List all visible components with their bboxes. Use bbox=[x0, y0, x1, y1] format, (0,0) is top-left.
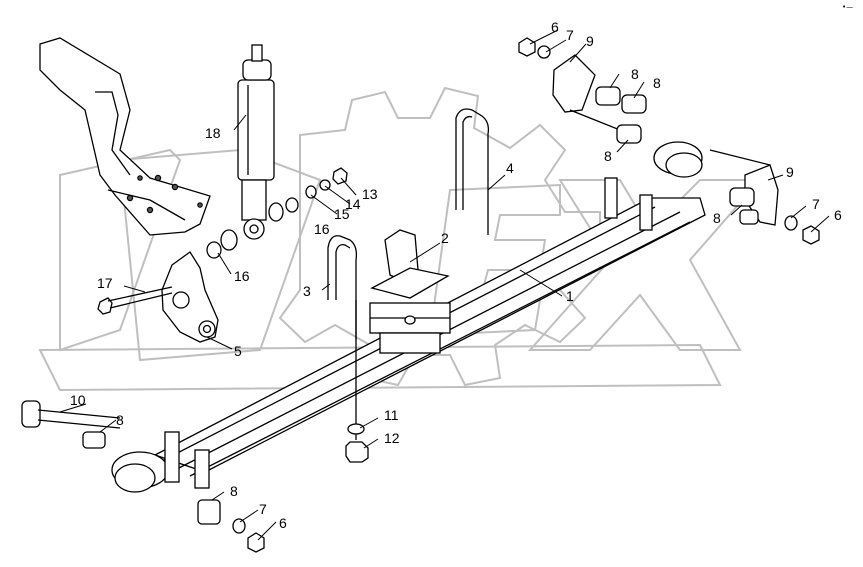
callout-16-upper: 16 bbox=[314, 221, 330, 237]
corner-mark: •— bbox=[842, 3, 853, 11]
u-bolt-rear bbox=[455, 108, 490, 235]
shock-absorber bbox=[237, 44, 275, 240]
callout-10: 10 bbox=[70, 392, 86, 408]
callout-4: 4 bbox=[506, 160, 514, 176]
callout-8-a: 8 bbox=[631, 66, 639, 82]
front-hanger bbox=[161, 229, 238, 343]
callout-11: 11 bbox=[384, 407, 399, 423]
axle-seat bbox=[370, 229, 450, 299]
callout-15: 15 bbox=[334, 206, 350, 222]
callout-6-bottom: 6 bbox=[279, 515, 287, 531]
callout-9-top: 9 bbox=[586, 33, 594, 49]
callout-7-top: 7 bbox=[566, 27, 574, 43]
callout-13: 13 bbox=[362, 186, 378, 202]
callout-7-right: 7 bbox=[812, 196, 820, 212]
callout-6-top: 6 bbox=[551, 19, 559, 35]
nut-washer-11-12 bbox=[345, 315, 416, 463]
callout-7-bottom: 7 bbox=[259, 501, 267, 517]
shock-hardware bbox=[268, 167, 348, 222]
leader-lines bbox=[59, 29, 830, 541]
callout-18: 18 bbox=[205, 125, 221, 141]
callout-9-right: 9 bbox=[786, 164, 794, 180]
rear-top-nut bbox=[518, 37, 551, 59]
callout-16-lower: 16 bbox=[234, 268, 250, 284]
rear-right-nut bbox=[784, 215, 820, 245]
frame-bracket bbox=[39, 37, 211, 236]
callout-8-e: 8 bbox=[116, 412, 124, 428]
leaf-spring bbox=[111, 141, 706, 493]
callout-2: 2 bbox=[441, 230, 449, 246]
callout-3: 3 bbox=[303, 283, 311, 299]
callout-8-b: 8 bbox=[653, 75, 661, 91]
front-eye-hardware bbox=[197, 499, 265, 553]
callout-17: 17 bbox=[97, 275, 113, 291]
bolt-17 bbox=[97, 286, 173, 315]
callout-labels: 1 2 3 4 5 6 6 6 7 7 7 8 8 8 8 8 8 9 9 10… bbox=[70, 19, 842, 531]
callout-8-d: 8 bbox=[713, 210, 721, 226]
callout-1: 1 bbox=[566, 288, 574, 304]
rear-shackle bbox=[552, 54, 779, 226]
callout-8-c: 8 bbox=[604, 148, 612, 164]
u-bolt-front bbox=[327, 235, 358, 440]
callout-8-f: 8 bbox=[230, 483, 238, 499]
callout-6-right: 6 bbox=[834, 207, 842, 223]
callout-5: 5 bbox=[234, 343, 242, 359]
callout-12: 12 bbox=[384, 430, 400, 446]
front-pin bbox=[21, 400, 121, 449]
callout-14: 14 bbox=[345, 196, 361, 212]
